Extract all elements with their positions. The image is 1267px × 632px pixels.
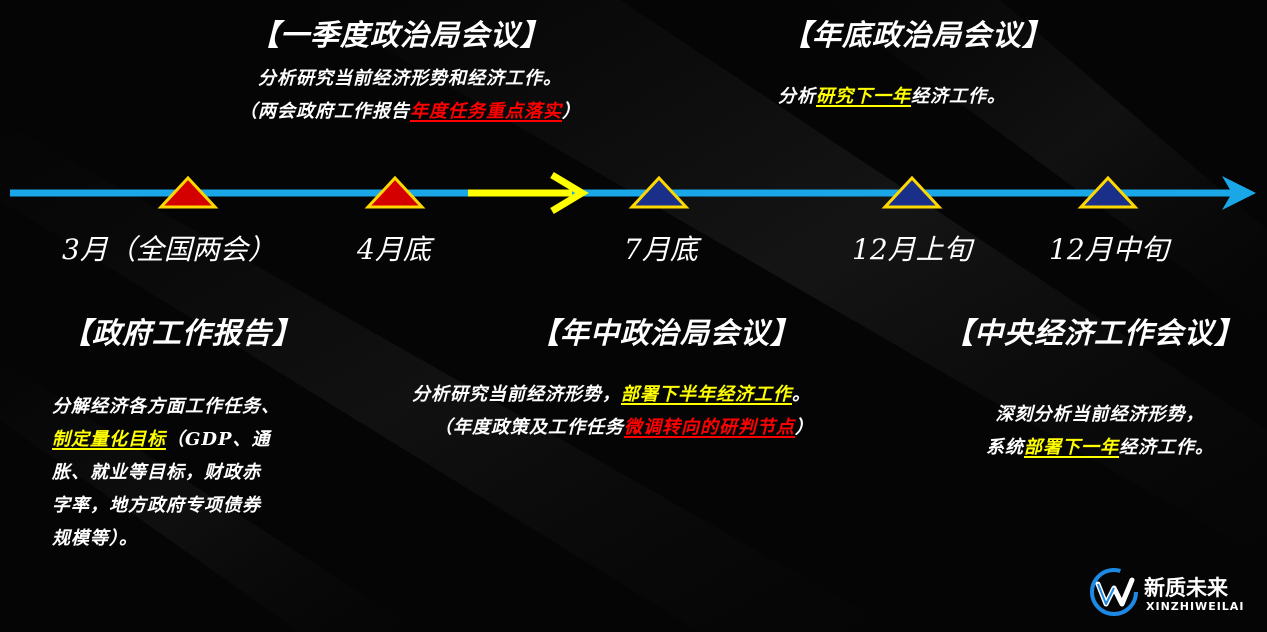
- central-econ-meeting-title: 【中央经济工作会议】: [944, 316, 1245, 350]
- w-swoosh-logo-icon: [1090, 568, 1138, 616]
- mid-year-meeting-highlight-red: 微调转向的研判节点: [624, 417, 795, 438]
- q1-meeting-line2: （两会政府工作报告年度任务重点落实）: [239, 101, 581, 122]
- logo-name-en: XINZHIWEILAI: [1146, 600, 1245, 613]
- marker-july-icon: [628, 175, 690, 209]
- marker-dec-mid-icon: [1077, 175, 1139, 209]
- gov-report-desc: 分解经济各方面工作任务、 制定量化目标（GDP、通 胀、就业等目标，财政赤 字率…: [52, 396, 280, 549]
- highlight-arrowhead: [550, 171, 589, 215]
- q1-meeting-desc: 分析研究当前经济形势和经济工作。 （两会政府工作报告年度任务重点落实）: [160, 62, 660, 128]
- year-end-meeting-title: 【年底政治局会议】: [782, 18, 1053, 52]
- date-label-dec-mid: 12月中旬: [1049, 233, 1169, 266]
- mid-year-meeting-highlight-yellow: 部署下半年经济工作: [621, 384, 792, 405]
- mid-year-meeting-desc: 分析研究当前经济形势，部署下半年经济工作。 （年度政策及工作任务微调转向的研判节…: [412, 384, 814, 438]
- bg-streak: [0, 120, 900, 632]
- marker-dec-early-icon: [881, 175, 943, 209]
- q1-meeting-line1: 分析研究当前经济形势和经济工作。: [258, 68, 562, 89]
- central-econ-meeting-desc: 深刻分析当前经济形势， 系统部署下一年经济工作。: [986, 404, 1214, 458]
- date-label-dec-early: 12月上旬: [852, 233, 972, 266]
- q1-meeting-highlight: 年度任务重点落实: [410, 101, 562, 122]
- q1-meeting-title: 【一季度政治局会议】: [250, 18, 551, 52]
- timeline-arrowhead: [1222, 176, 1256, 210]
- bg-streak: [300, 0, 1267, 560]
- gov-report-highlight: 制定量化目标: [52, 429, 166, 450]
- mid-year-meeting-title: 【年中政治局会议】: [530, 316, 801, 350]
- year-end-meeting-desc: 分析研究下一年经济工作。: [778, 86, 1006, 107]
- bg-streak: [820, 0, 1267, 330]
- year-end-meeting-highlight: 研究下一年: [816, 86, 911, 107]
- date-label-march: 3月（全国两会）: [62, 233, 276, 266]
- marker-april-icon: [364, 175, 426, 209]
- brand-logo: 新质未来 XINZHIWEILAI: [1088, 562, 1258, 622]
- date-label-april: 4月底: [357, 233, 431, 266]
- central-econ-meeting-highlight: 部署下一年: [1024, 437, 1119, 458]
- bg-streak: [0, 360, 420, 632]
- logo-name-cn: 新质未来: [1144, 576, 1228, 600]
- marker-march-icon: [157, 175, 219, 209]
- gov-report-title: 【政府工作报告】: [62, 316, 303, 350]
- date-label-july: 7月底: [624, 233, 698, 266]
